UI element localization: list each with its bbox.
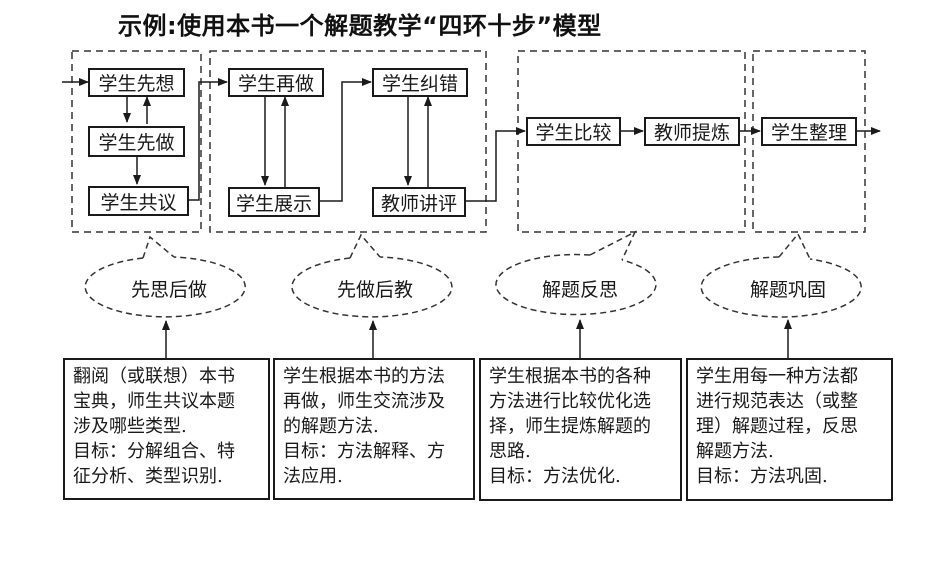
description-stage1: 翻阅（或联想）本书 宝典，师生共议本题 涉及哪些类型. 目标：分解组合、特 征分…: [63, 358, 270, 500]
bubble1-shape: [84, 235, 246, 318]
node-student-redo: 学生再做: [228, 68, 324, 97]
desc-line: 的解题方法.: [283, 416, 379, 437]
description-stage2: 学生根据本书的方法 再做，师生交流涉及 的解题方法. 目标：方法解释、方 法应用…: [273, 358, 475, 500]
desc-line: 目标：方法解释、方: [283, 441, 445, 462]
desc-line: 学生根据本书的方法: [283, 366, 445, 387]
arrow-review-to-compare: [466, 127, 526, 202]
desc-line: 目标：方法巩固.: [696, 466, 828, 487]
node-teacher-refine: 教师提炼: [644, 117, 740, 146]
desc-line: 涉及哪些类型.: [73, 416, 187, 437]
node-student-do-first: 学生先做: [88, 126, 185, 157]
desc-line: 思路.: [489, 441, 531, 462]
node-student-organize: 学生整理: [761, 117, 857, 146]
bubble-think-then-do: 先思后做: [130, 279, 207, 301]
diagram-title: 示例:使用本书一个解题教学“四环十步”模型: [118, 12, 602, 40]
node-student-compare: 学生比较: [526, 117, 621, 146]
desc-line: 学生用每一种方法都: [696, 366, 858, 387]
bubble4-shape: [700, 232, 862, 318]
desc-line: 学生根据本书的各种: [489, 366, 651, 387]
desc-line: 择，师生提炼解题的: [489, 416, 651, 437]
arrow-show-to-correct: [320, 78, 372, 202]
node-student-think-first: 学生先想: [88, 68, 185, 97]
node-student-discuss: 学生共议: [88, 186, 189, 216]
desc-line: 再做，师生交流涉及: [283, 391, 445, 412]
desc-line: 方法进行比较优化选: [489, 391, 651, 412]
stage2-frame: [209, 50, 487, 233]
desc-line: 目标：分解组合、特: [73, 441, 235, 462]
bubble3-shape: [495, 230, 657, 316]
node-student-show: 学生展示: [228, 187, 320, 217]
description-stage4: 学生用每一种方法都 进行规范表达（或整 理）解题过程，反思 解题方法. 目标：方…: [686, 358, 893, 501]
bubble2-shape: [291, 233, 453, 318]
desc-line: 理）解题过程，反思: [696, 416, 858, 437]
arrow-discuss-to-redo: [189, 78, 228, 201]
stage1-frame: [71, 50, 202, 233]
bubble-do-then-teach: 先做后教: [336, 279, 413, 301]
node-student-correct: 学生纠错: [372, 68, 468, 97]
bubble-reflection: 解题反思: [541, 279, 618, 301]
desc-line: 宝典，师生共议本题: [73, 391, 235, 412]
description-stage3: 学生根据本书的各种 方法进行比较优化选 择，师生提炼解题的 思路. 目标：方法优…: [479, 358, 682, 501]
desc-line: 进行规范表达（或整: [696, 391, 858, 412]
desc-line: 翻阅（或联想）本书: [73, 366, 235, 387]
stage3-frame: [517, 50, 746, 233]
bubble-consolidation: 解题巩固: [749, 279, 826, 301]
node-teacher-review: 教师讲评: [372, 187, 466, 217]
desc-line: 解题方法.: [696, 441, 774, 462]
stage4-frame: [752, 50, 866, 233]
desc-line: 目标：方法优化.: [489, 466, 621, 487]
desc-line: 法应用.: [283, 466, 343, 487]
desc-line: 征分析、类型识别.: [73, 466, 223, 487]
